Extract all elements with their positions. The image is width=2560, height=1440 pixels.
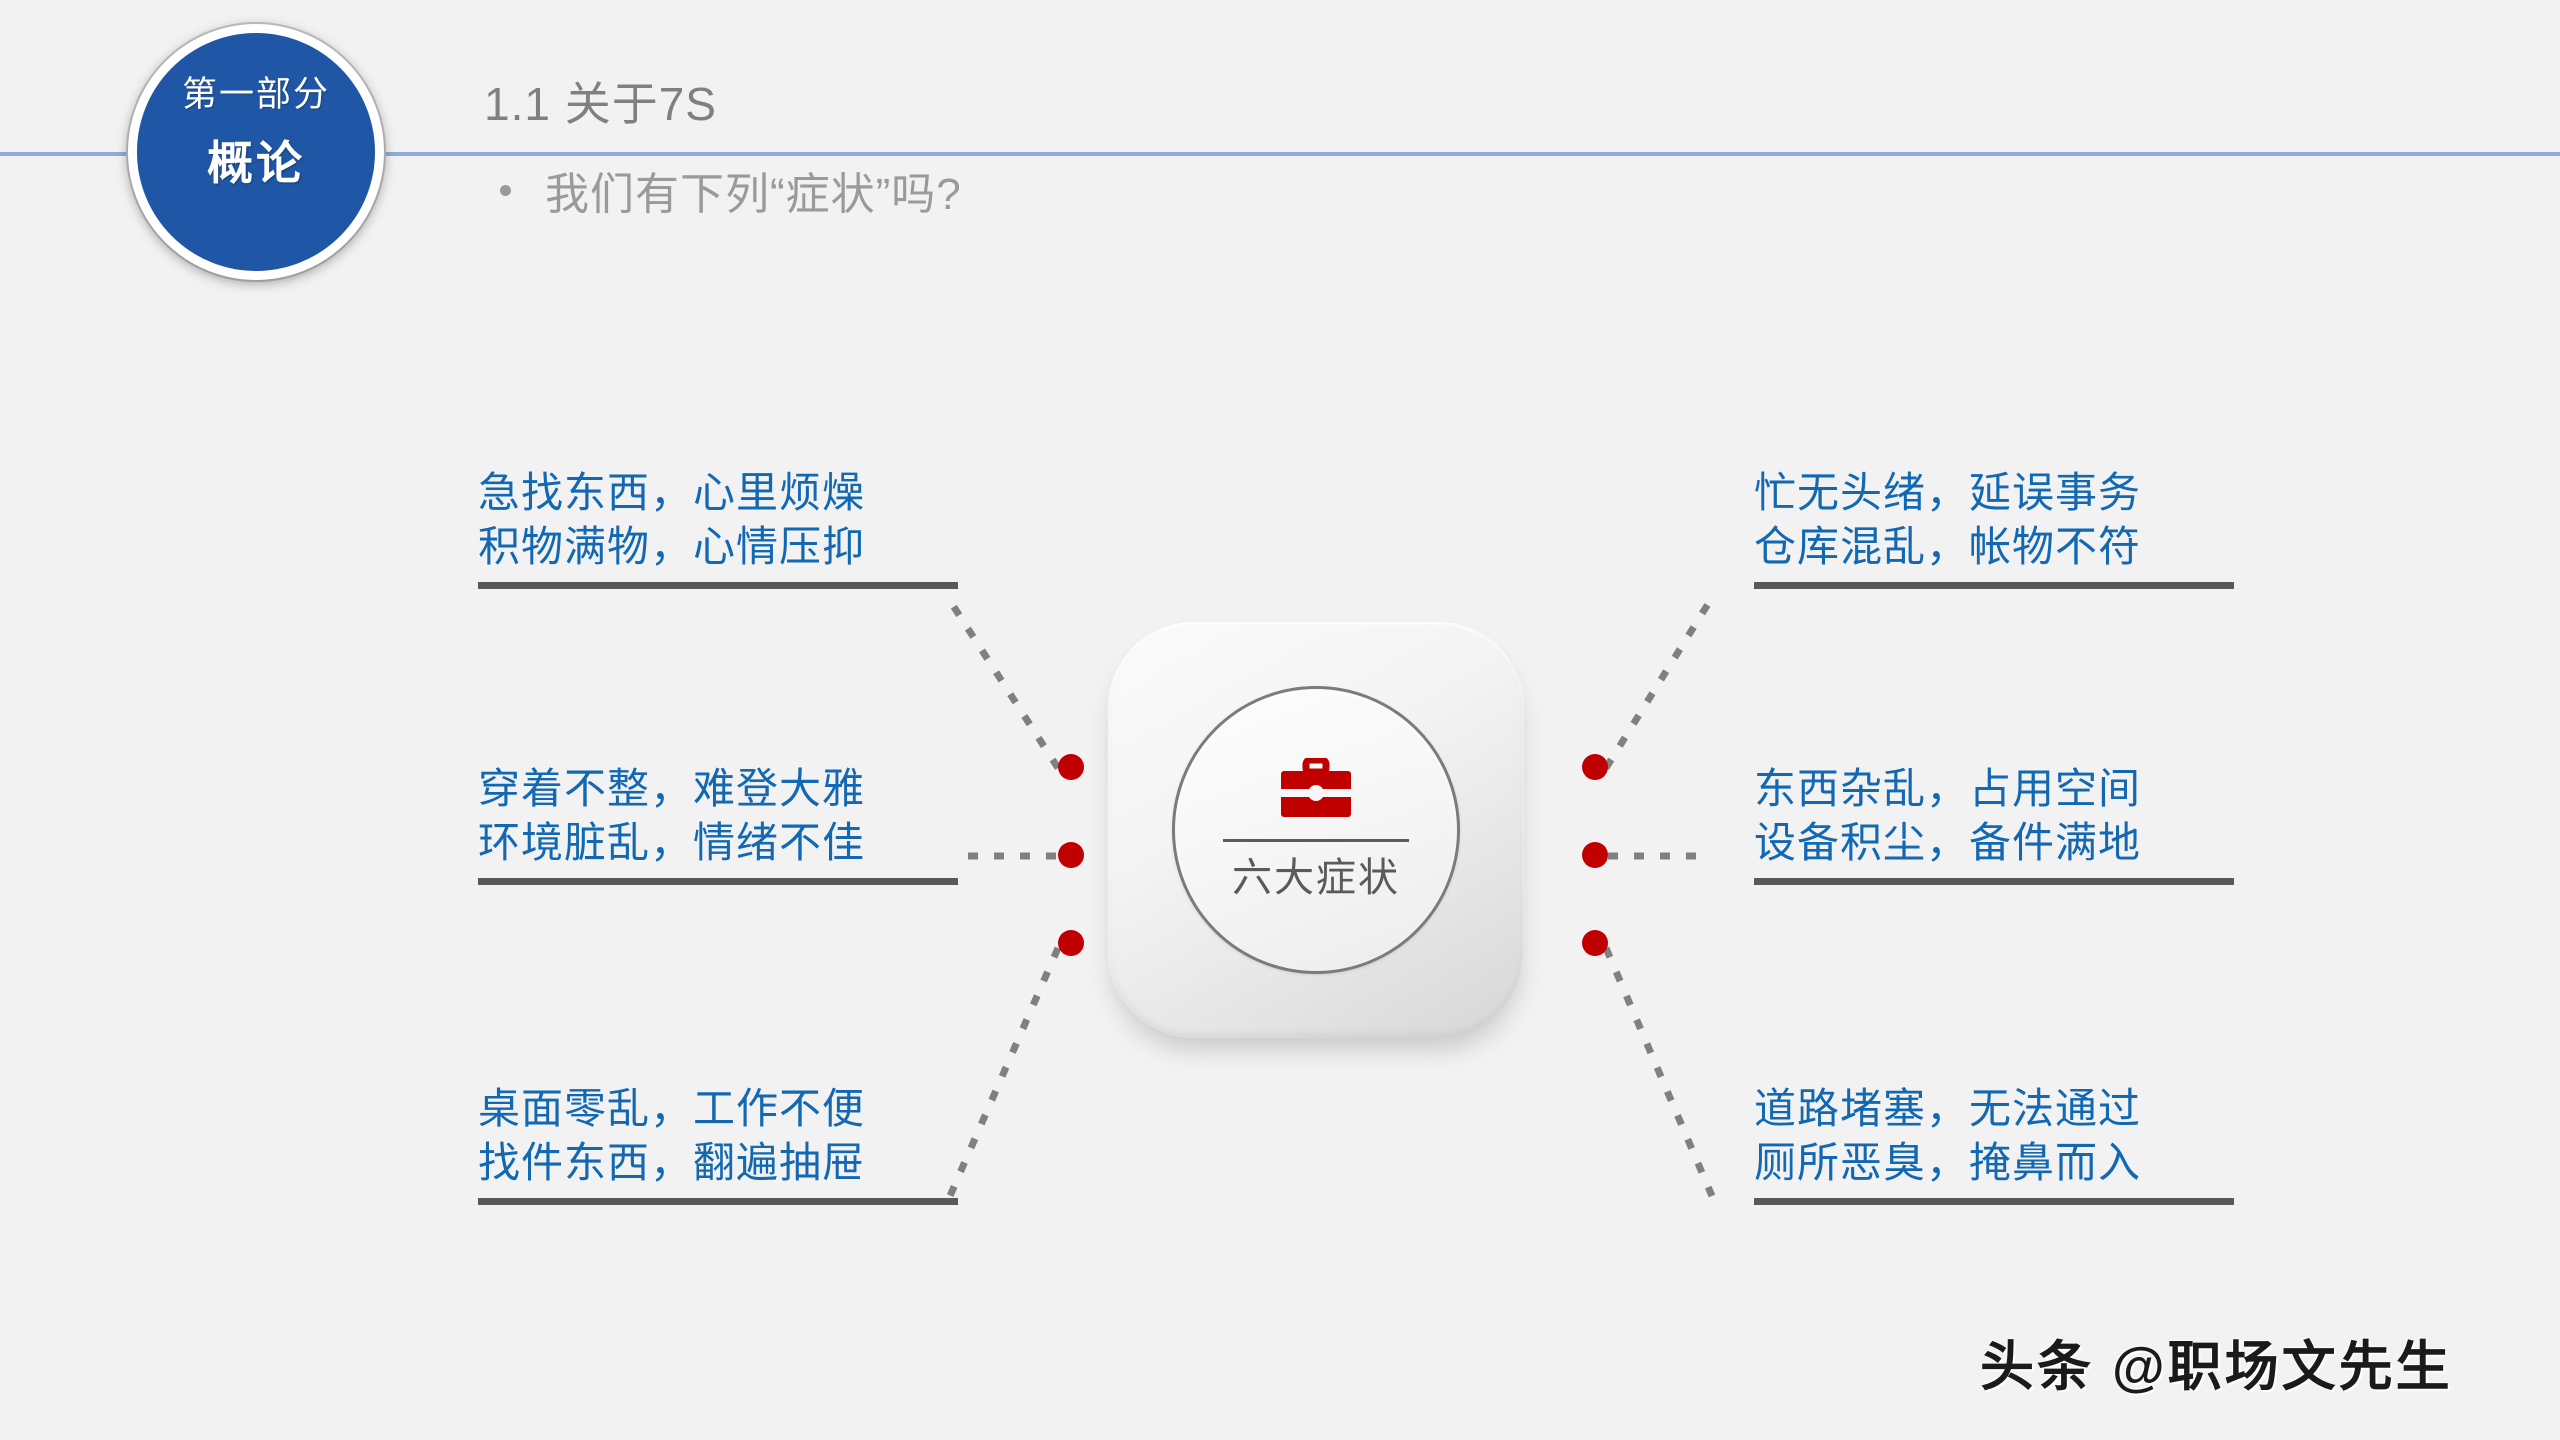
connector-dot-left-top (1058, 754, 1084, 780)
symptom-block-left-3: 桌面零乱，工作不便 找件东西，翻遍抽屉 (478, 1082, 958, 1205)
symptom-underline (478, 581, 958, 589)
symptom-line-1: 穿着不整，难登大雅 (478, 765, 866, 812)
section-badge: 第一部分 概论 (128, 24, 384, 280)
header-bullet-text: 我们有下列“症状”吗? (545, 170, 962, 219)
symptom-block-left-2: 穿着不整，难登大雅 环境脏乱，情绪不佳 (478, 762, 958, 885)
briefcase-icon (1279, 756, 1353, 825)
header-divider-rule (0, 152, 2560, 156)
connector-dot-left-bottom (1058, 930, 1084, 956)
symptom-block-right-1: 忙无头绪，延误事务 仓库混乱，帐物不符 (1754, 466, 2234, 589)
connector-dot-left-middle (1058, 842, 1084, 868)
symptom-underline (478, 877, 958, 885)
symptom-underline (478, 1197, 958, 1205)
symptom-line-1: 东西杂乱，占用空间 (1754, 765, 2142, 812)
center-label: 六大症状 (1232, 856, 1400, 900)
symptom-line-2: 设备积尘，备件满地 (1754, 818, 2142, 866)
connector-right-bottom (1602, 946, 1716, 1198)
symptom-line-1: 桌面零乱，工作不便 (478, 1085, 866, 1132)
symptom-line-2: 环境脏乱，情绪不佳 (478, 818, 866, 866)
connector-right-top (1603, 602, 1711, 770)
symptom-block-right-2: 东西杂乱，占用空间 设备积尘，备件满地 (1754, 762, 2234, 885)
center-inner-circle: 六大症状 (1172, 686, 1460, 974)
header-bullet-row: 我们有下列“症状”吗? (500, 158, 962, 222)
center-graphic: 六大症状 (1108, 622, 1524, 1038)
watermark: 头条 @职场文先生 (1980, 1337, 2453, 1397)
symptom-underline (1754, 581, 2234, 589)
center-divider (1223, 839, 1409, 842)
symptom-block-left-1: 急找东西，心里烦燥 积物满物，心情压抑 (478, 466, 958, 589)
symptom-line-2: 积物满物，心情压抑 (478, 522, 866, 570)
connector-dot-right-middle (1582, 842, 1608, 868)
symptom-line-1: 忙无头绪，延误事务 (1754, 469, 2142, 516)
symptom-line-1: 急找东西，心里烦燥 (478, 469, 866, 516)
connector-dot-right-top (1582, 754, 1608, 780)
symptom-underline (1754, 877, 2234, 885)
symptom-line-2: 仓库混乱，帐物不符 (1754, 522, 2142, 570)
symptom-line-2: 找件东西，翻遍抽屉 (478, 1138, 866, 1186)
symptom-line-2: 厕所恶臭，掩鼻而入 (1754, 1138, 2142, 1186)
section-badge-part-label: 第一部分 (181, 75, 330, 114)
bullet-dot-icon (500, 184, 511, 196)
connector-left-bottom (946, 946, 1062, 1198)
symptom-underline (1754, 1197, 2234, 1205)
page-title: 1.1 关于7S (484, 78, 717, 130)
connector-dot-right-bottom (1582, 930, 1608, 956)
symptom-line-1: 道路堵塞，无法通过 (1754, 1085, 2142, 1132)
connector-left-top (949, 602, 1061, 770)
section-badge-title: 概论 (207, 137, 305, 189)
symptom-block-right-3: 道路堵塞，无法通过 厕所恶臭，掩鼻而入 (1754, 1082, 2234, 1205)
